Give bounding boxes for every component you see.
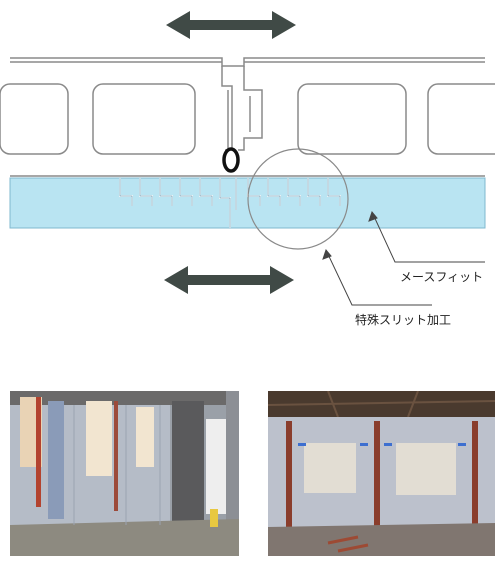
exterior-wall-photo xyxy=(268,391,495,556)
slit-lines xyxy=(119,178,341,228)
top-double-arrow-icon xyxy=(166,11,296,39)
panel-label: メースフィット xyxy=(400,270,484,284)
wall-slit-diagram xyxy=(0,11,495,306)
interior-wall-photo xyxy=(10,391,239,556)
frame-outline xyxy=(0,57,495,177)
bottom-double-arrow-icon xyxy=(164,266,294,294)
leader-lines xyxy=(322,210,485,306)
fastener-icon xyxy=(222,147,240,173)
slit-label: 特殊スリット加工 xyxy=(355,313,452,327)
detail-circle xyxy=(247,148,349,250)
